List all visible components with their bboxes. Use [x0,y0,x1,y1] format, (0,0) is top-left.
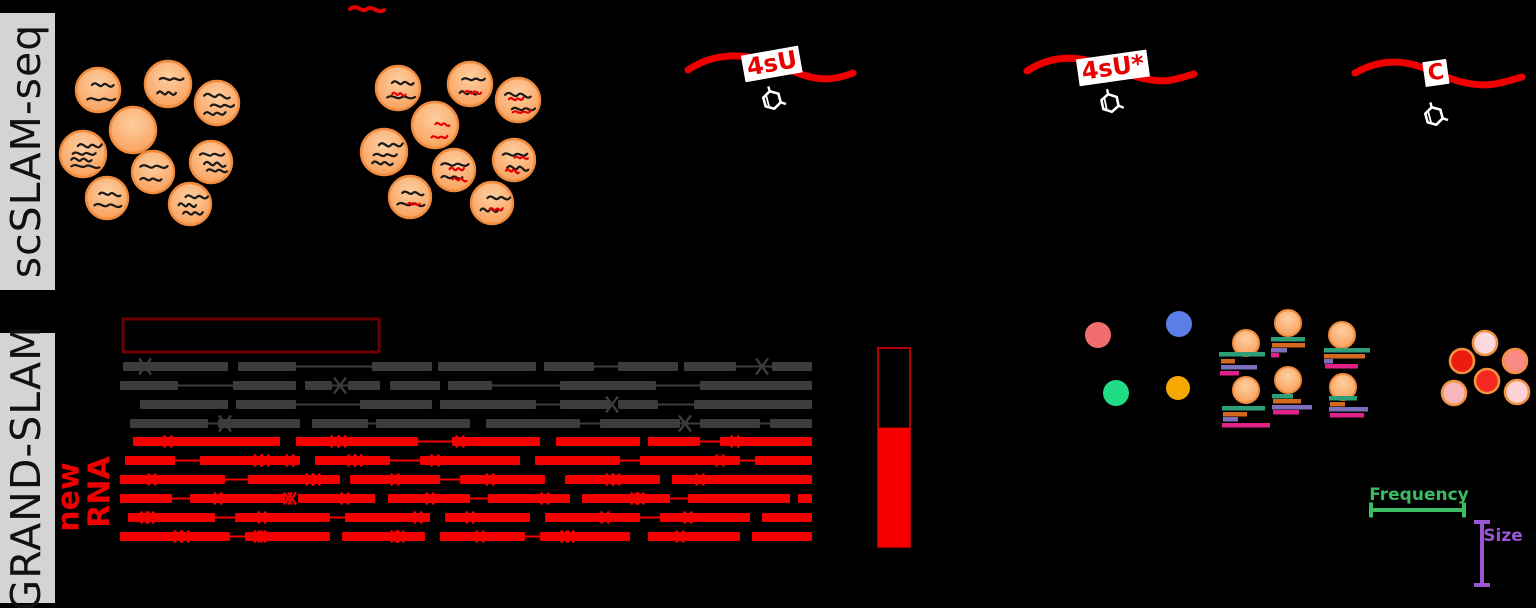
section-label-grand-slam: GRAND-SLAM [2,324,50,608]
cell-cluster-4su-labeled [359,60,542,226]
ratio-bar-new-fill [878,427,910,547]
cluster-dots [1085,311,1192,406]
legend-size-label: Size [1483,526,1523,546]
cell-cluster-unlabeled [58,59,241,227]
free-4su-rna-squiggle [348,5,386,14]
ratio-bar-outline [877,347,911,548]
new-rna-reads [120,434,812,544]
new-rna-label-word2: RNA [82,456,118,528]
new-rna-label-word1: new [51,462,87,532]
frequency-bracket [1369,502,1466,518]
legend-frequency-label: Frequency [1369,485,1469,505]
old-rna-reads [120,357,812,433]
nucleotide-structure-icon [1100,89,1125,114]
nucleotide-structure-icon [1423,102,1449,127]
section-label-scslam-seq: scSLAM-seq [2,23,50,279]
gene-region-box [121,317,381,354]
label-c: C [1422,58,1450,88]
scslam-section-bar [0,13,55,290]
grandslam-section-bar [0,333,55,603]
nucleotide-structure-icon [761,86,787,111]
rna-wave-2 [1351,58,1526,89]
ntr-colored-cell-cluster [1440,329,1531,407]
size-bracket [1474,520,1490,587]
expression-profile-cells [1219,309,1370,428]
